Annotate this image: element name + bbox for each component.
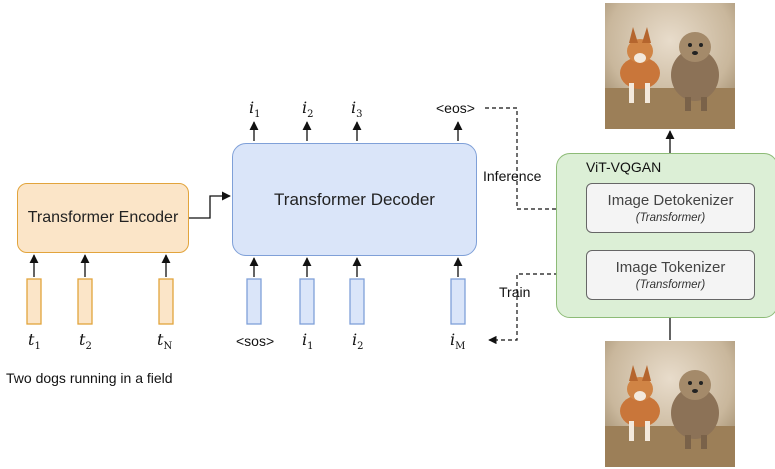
input-image <box>605 341 735 467</box>
train-label: Train <box>499 284 531 300</box>
image-tokenizer: Image Tokenizer (Transformer) <box>586 250 755 300</box>
output-image <box>605 3 735 129</box>
text-caption: Two dogs running in a field <box>6 370 173 386</box>
encoder-to-decoder-arrow <box>189 191 231 219</box>
encoder-label: Transformer Encoder <box>27 209 179 226</box>
tokenizer-label: Image Tokenizer <box>615 259 726 276</box>
decoder-output-arrows <box>249 121 463 141</box>
token-label-out-i1: i1 <box>249 98 261 121</box>
inference-path <box>485 107 585 214</box>
detokenizer-label: Image Detokenizer <box>607 192 734 209</box>
inference-label: Inference <box>483 168 542 184</box>
vqgan-title: ViT-VQGAN <box>586 159 662 175</box>
token-label-in-i1: i1 <box>302 330 314 353</box>
image-detokenizer: Image Detokenizer (Transformer) <box>586 183 755 233</box>
train-path <box>488 273 586 345</box>
decoder-input-tokens <box>246 278 466 325</box>
token-label-eos: <eos> <box>436 100 475 116</box>
decoder-input-arrows <box>249 257 463 277</box>
tokenizer-sublabel: (Transformer) <box>635 279 706 291</box>
token-label-t2: t2 <box>79 330 92 353</box>
token-label-t1: t1 <box>28 330 41 353</box>
token-label-sos: <sos> <box>236 333 275 349</box>
detokenizer-sublabel: (Transformer) <box>635 212 706 224</box>
transformer-decoder: Transformer Decoder <box>232 143 477 256</box>
token-label-tN: tN <box>157 330 173 353</box>
encoder-input-tokens <box>26 278 174 325</box>
token-label-out-i3: i3 <box>351 98 363 121</box>
token-label-out-i2: i2 <box>302 98 314 121</box>
token-label-in-iM: iM <box>450 330 466 353</box>
token-label-in-i2: i2 <box>352 330 364 353</box>
transformer-encoder: Transformer Encoder <box>17 183 189 253</box>
encoder-input-arrows <box>29 254 171 277</box>
decoder-label: Transformer Decoder <box>274 189 435 209</box>
